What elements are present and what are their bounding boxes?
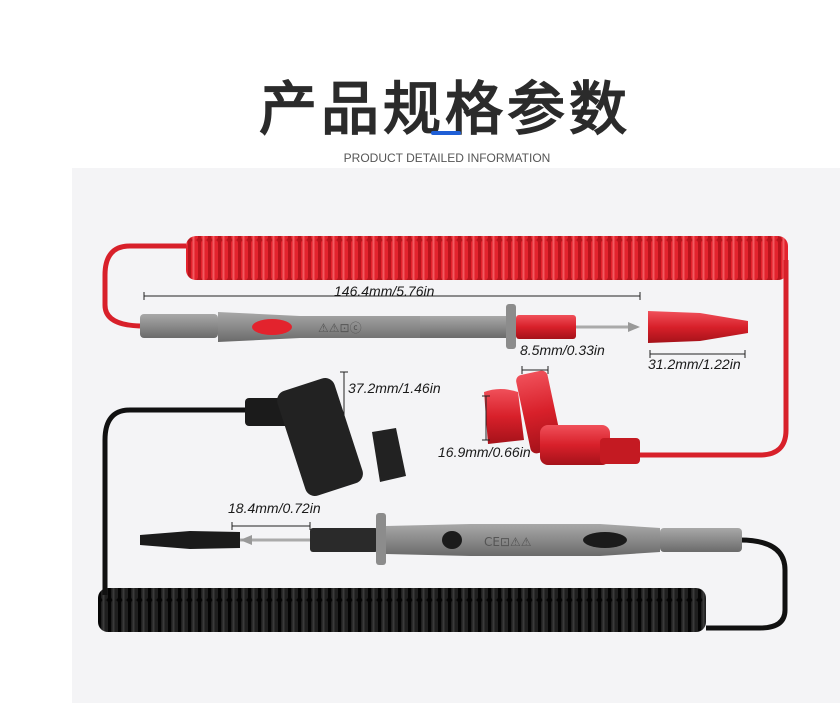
black-probe: CE⊡⚠⚠ <box>140 513 742 565</box>
black-coiled-cable <box>98 588 706 632</box>
black-cable-right <box>706 537 788 631</box>
probe-length-label: 146.4mm/5.76in <box>334 283 435 299</box>
red-tip-cap <box>648 311 748 343</box>
page-title: 产品规格参数 <box>258 75 631 143</box>
black-cable-left <box>102 407 245 595</box>
tip-length-label: 8.5mm/0.33in <box>520 342 605 358</box>
red-small-cap <box>484 389 524 444</box>
black-small-cap <box>372 428 406 482</box>
small-cap-length-label: 16.9mm/0.66in <box>438 444 531 460</box>
test-leads-illustration: ⚠⚠⊡ⓒ <box>98 236 789 632</box>
product-photo-panel: ⚠⚠⊡ⓒ <box>72 168 840 703</box>
red-coiled-cable <box>186 236 788 280</box>
red-angle-plug <box>516 370 640 465</box>
red-cable-right <box>640 260 789 458</box>
red-probe: ⚠⚠⊡ⓒ <box>140 304 640 349</box>
svg-text:⚠⚠⊡ⓒ: ⚠⚠⊡ⓒ <box>318 321 362 335</box>
black-angle-plug <box>245 378 363 496</box>
dimension-lines <box>143 292 746 530</box>
svg-text:CE⊡⚠⚠: CE⊡⚠⚠ <box>484 535 532 549</box>
title-underline <box>431 131 461 135</box>
black-tip-length-label: 18.4mm/0.72in <box>228 500 321 516</box>
cap-length-label: 31.2mm/1.22in <box>648 356 741 372</box>
page-subtitle: PRODUCT DETAILED INFORMATION <box>343 151 551 165</box>
angle-plug-length-label: 37.2mm/1.46in <box>348 380 441 396</box>
red-cable-left <box>102 243 186 329</box>
